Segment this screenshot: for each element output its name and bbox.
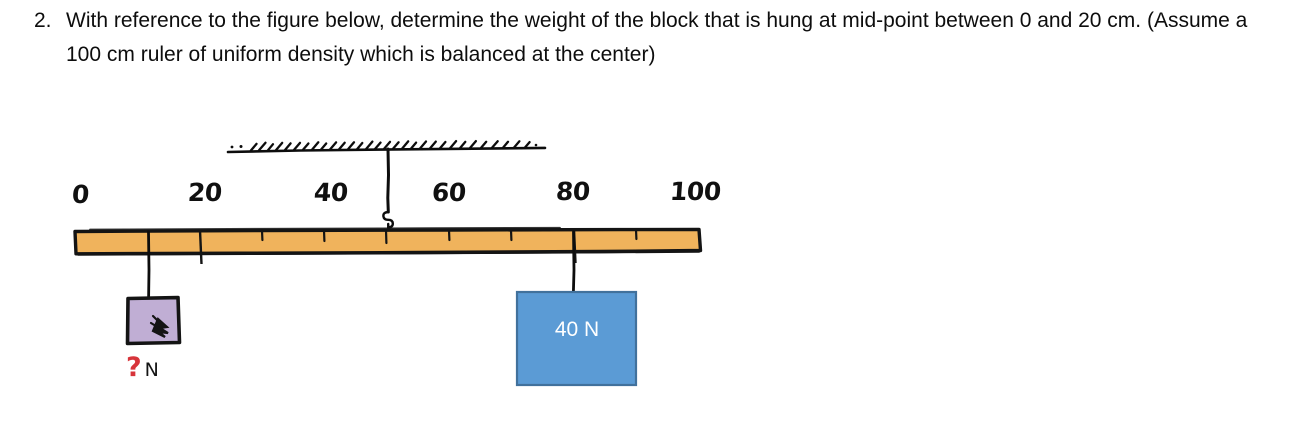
physics-figure: 0 20 40 60 80 100 bbox=[0, 120, 1292, 430]
ruler-division-20 bbox=[198, 230, 203, 265]
unknown-block-shape bbox=[125, 295, 182, 346]
unknown-block bbox=[125, 295, 182, 346]
unknown-block-scribble bbox=[149, 314, 170, 338]
ceiling-group bbox=[226, 139, 547, 154]
question-number: 2. bbox=[34, 9, 52, 32]
ruler-ticks bbox=[260, 228, 638, 245]
unknown-value-text: ? bbox=[126, 352, 142, 383]
ruler-outline bbox=[73, 227, 703, 256]
ruler-label-60: 60 bbox=[430, 178, 467, 207]
ruler bbox=[73, 226, 703, 265]
unknown-block-string bbox=[147, 230, 151, 300]
ceiling-dot-3 bbox=[534, 143, 538, 147]
ceiling-dot-1 bbox=[230, 145, 234, 149]
known-block bbox=[515, 290, 638, 387]
ceiling-dot-2 bbox=[239, 145, 243, 148]
support-string bbox=[386, 147, 391, 214]
ceiling-hatching bbox=[249, 139, 531, 152]
question-text: With reference to the figure below, dete… bbox=[66, 9, 1254, 66]
ruler-label-0: 0 bbox=[70, 180, 90, 209]
ruler-label-100: 100 bbox=[668, 177, 722, 206]
ruler-label-80: 80 bbox=[554, 177, 591, 206]
known-block-string bbox=[572, 230, 576, 294]
unknown-block-label: ?N bbox=[126, 352, 159, 383]
unknown-unit-text: N bbox=[144, 359, 159, 381]
question-block: 2. With reference to the figure below, d… bbox=[34, 4, 1284, 72]
ruler-label-40: 40 bbox=[312, 178, 349, 207]
ruler-label-20: 20 bbox=[186, 178, 223, 207]
ruler-top-sketch bbox=[89, 226, 561, 231]
ruler-bottom-sketch bbox=[76, 250, 701, 256]
